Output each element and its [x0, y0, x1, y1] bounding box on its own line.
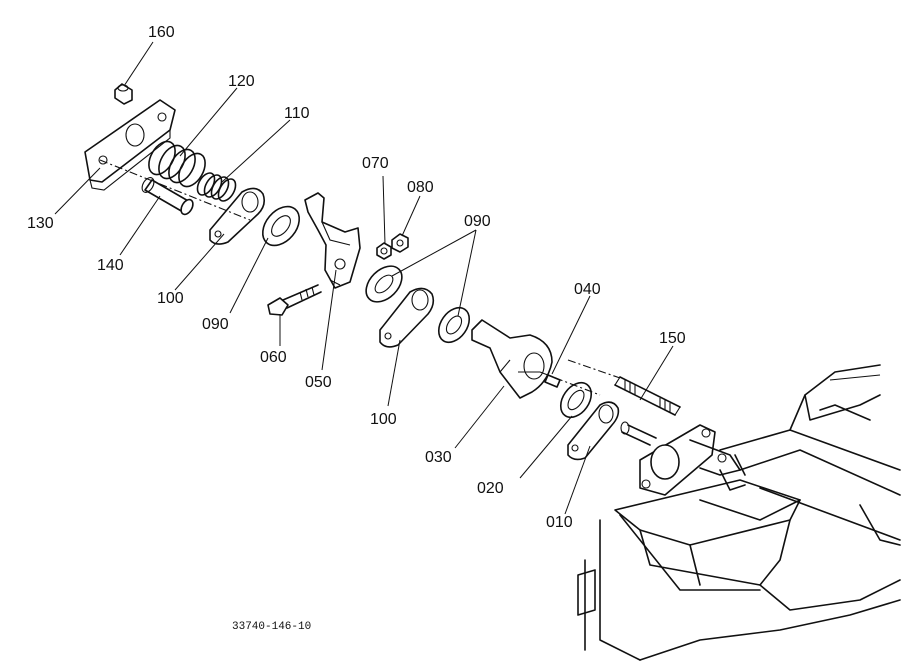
part-150-stud — [614, 376, 681, 416]
callout-150: 150 — [659, 330, 686, 347]
callout-090-right: 090 — [464, 213, 491, 230]
part-100-plate-right — [379, 287, 435, 348]
callout-080: 080 — [407, 179, 434, 196]
callout-labels: 160 120 110 130 140 100 090 070 080 090 … — [27, 24, 686, 531]
leader-lines — [54, 41, 674, 515]
part-020-washer — [559, 381, 593, 419]
callout-100-right: 100 — [370, 411, 397, 428]
part-010-plate — [567, 401, 620, 461]
part-080-nut — [391, 233, 409, 253]
callout-020: 020 — [477, 480, 504, 497]
callout-060: 060 — [260, 349, 287, 366]
part-160-nipple — [114, 83, 133, 105]
callout-090-left: 090 — [202, 316, 229, 333]
engine-housing — [577, 364, 901, 661]
callout-140: 140 — [97, 257, 124, 274]
part-030-lever — [471, 319, 553, 399]
part-070-nut — [376, 242, 392, 260]
callout-010: 010 — [546, 514, 573, 531]
callout-030: 030 — [425, 449, 452, 466]
part-090-washer-left — [261, 205, 301, 247]
callout-100-left: 100 — [157, 290, 184, 307]
part-140-sleeve — [141, 177, 194, 216]
callout-160: 160 — [148, 24, 175, 41]
callout-120: 120 — [228, 73, 255, 90]
callout-050: 050 — [305, 374, 332, 391]
callout-130: 130 — [27, 215, 54, 232]
part-110-spring — [196, 172, 237, 202]
part-050-bracket — [304, 192, 361, 289]
assembly-axis-lines — [99, 159, 621, 396]
callout-070: 070 — [362, 155, 389, 172]
callout-040: 040 — [574, 281, 601, 298]
document-number: 33740-146-10 — [232, 621, 311, 633]
part-060-bolt — [267, 284, 322, 316]
part-130-plate — [84, 99, 176, 191]
flange-shaft-assembly — [620, 421, 741, 496]
callout-110: 110 — [284, 105, 310, 122]
part-100-plate-left — [209, 187, 265, 245]
